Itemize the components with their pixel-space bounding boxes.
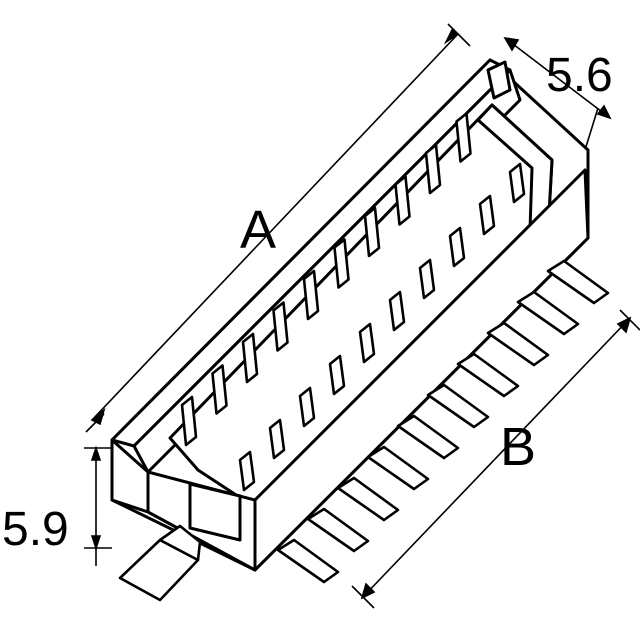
dimension-arrowhead: [90, 535, 102, 551]
dimension-width-extension: [584, 107, 599, 151]
back-row-pin: [394, 175, 411, 226]
front-row-pin: [478, 194, 496, 236]
smt-lead: [336, 476, 400, 522]
dimension-arrowhead: [503, 36, 520, 52]
front-row-pin: [358, 322, 376, 364]
back-row-pin: [424, 143, 442, 195]
smt-lead: [366, 445, 430, 491]
front-row-pin: [268, 418, 286, 460]
dimension-arrowhead: [596, 104, 612, 120]
back-row-pin: [302, 269, 320, 321]
back-row-pin: [333, 238, 350, 289]
dimension-width-line: [504, 37, 611, 119]
dimension-arrowhead: [443, 28, 460, 45]
smt-lead: [546, 259, 610, 305]
back-row-pin: [241, 332, 259, 384]
smt-lead: [486, 321, 550, 367]
front-row-pin: [238, 450, 256, 492]
front-row-pin: [508, 162, 526, 204]
front-row-pin: [418, 258, 436, 300]
smt-lead: [396, 414, 460, 460]
dimension-arrowhead: [616, 316, 632, 334]
dimension-arrowhead: [360, 582, 376, 600]
dimension-a-label: A: [240, 200, 277, 260]
dimension-b-label: B: [500, 417, 537, 477]
smt-lead: [426, 383, 490, 429]
dimension-a-line: [91, 33, 459, 421]
front-row-pin: [328, 354, 346, 396]
housing-back-wall: [132, 68, 522, 474]
smt-lead: [456, 352, 520, 398]
dimension-arrowhead: [90, 407, 106, 426]
hold-down-tab-bend: [158, 524, 202, 562]
dimension-height-label: 5.9: [2, 503, 69, 556]
front-row-pin: [448, 226, 466, 268]
back-row-pin: [211, 364, 228, 415]
dimension-b-line: [361, 317, 631, 599]
smt-lead: [516, 290, 580, 336]
smt-lead: [306, 507, 370, 553]
back-row-pin: [363, 206, 381, 258]
dimension-a-extension: [447, 23, 471, 47]
housing-latch: [486, 60, 512, 100]
dimension-width-label: 5.6: [546, 49, 613, 102]
back-row-pin: [455, 112, 472, 163]
smt-lead: [276, 538, 340, 584]
front-row-pin: [298, 386, 316, 428]
housing-end-window: [188, 482, 242, 542]
dimension-arrowhead: [90, 445, 102, 461]
back-row-pin: [272, 301, 289, 352]
back-row-pin: [180, 395, 198, 447]
front-row-pin: [388, 290, 406, 332]
